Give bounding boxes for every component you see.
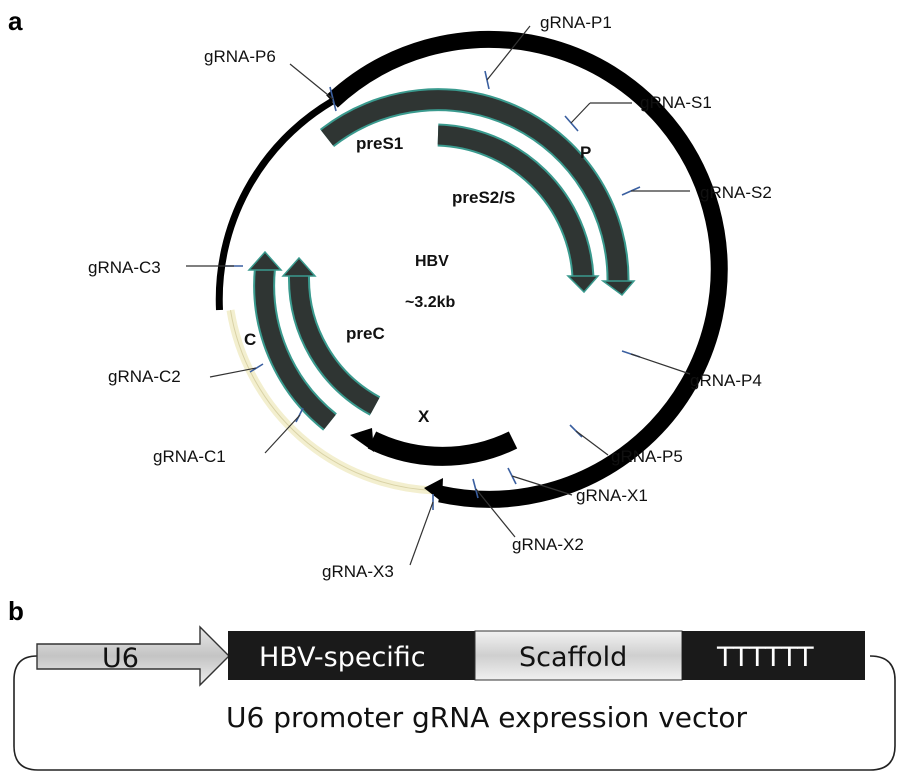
gene-label-preS1: preS1 (356, 134, 403, 153)
genome-name: HBV (415, 253, 449, 270)
gene-arrow-C (247, 250, 337, 431)
grna-label-s2: gRNA-S2 (700, 183, 772, 202)
u6-label: U6 (102, 643, 139, 674)
panel-a-label: a (8, 6, 23, 36)
genome-pale-arc-edge (230, 310, 435, 491)
genome-size: ~3.2kb (405, 294, 455, 311)
grna-label-x2: gRNA-X2 (512, 535, 584, 554)
grna-label-p4: gRNA-P4 (690, 371, 762, 390)
hbv-specific-label: HBV-specific (259, 642, 426, 673)
grna-leader-lines (186, 25, 691, 566)
grna-label-c1: gRNA-C1 (153, 447, 226, 466)
grna-label-p5: gRNA-P5 (611, 447, 683, 466)
grna-label-c3: gRNA-C3 (88, 258, 161, 277)
genome-thin-arc (215, 98, 334, 311)
gene-arrow-preS2S (437, 123, 600, 294)
gene-arrow-preC (281, 256, 381, 416)
gene-arrow-X (350, 428, 518, 466)
gene-label-preS2S: preS2/S (452, 188, 515, 207)
panel-b-label: b (8, 596, 24, 626)
terminator-block (682, 631, 865, 680)
vector-caption: U6 promoter gRNA expression vector (226, 701, 747, 734)
terminator-label: TTTTTT (716, 642, 814, 673)
grna-label-x1: gRNA-X1 (576, 486, 648, 505)
genome-thick-ring (326, 30, 728, 508)
grna-label-p1: gRNA-P1 (540, 13, 612, 32)
gene-label-P: P (580, 143, 591, 162)
vector-backbone (13, 655, 896, 771)
scaffold-block (474, 630, 683, 681)
u6-promoter-arrow (36, 625, 230, 687)
scaffold-label: Scaffold (519, 642, 627, 673)
grna-label-p6: gRNA-P6 (204, 47, 276, 66)
hbv-specific-block (228, 631, 475, 680)
gene-arrow-preS1 (319, 88, 636, 297)
gene-label-preC: preC (346, 324, 385, 343)
grna-label-s1: gRNA-S1 (640, 93, 712, 112)
gene-label-C: C (244, 330, 256, 349)
gene-label-X: X (418, 407, 430, 426)
grna-labels: gRNA-P1 gRNA-P6 gRNA-S1 gRNA-S2 gRNA-P4 … (88, 13, 772, 581)
genome-ring-arrowhead (424, 478, 443, 502)
grna-label-x3: gRNA-X3 (322, 562, 394, 581)
grna-label-c2: gRNA-C2 (108, 367, 181, 386)
